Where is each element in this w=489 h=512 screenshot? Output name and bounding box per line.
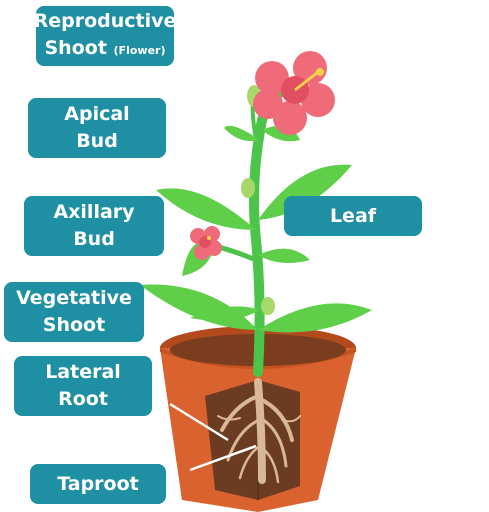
label-reproductive-shoot: Reproductive Shoot (Flower) xyxy=(33,6,177,66)
label-reproductive-shoot-note: (Flower) xyxy=(113,44,166,57)
label-lateral-root-line2: Root xyxy=(58,388,108,410)
label-lateral-root-line1: Lateral xyxy=(45,361,121,383)
label-leaf-text: Leaf xyxy=(329,204,377,227)
label-reproductive-shoot-line1: Reproductive xyxy=(33,10,177,32)
leaves xyxy=(140,125,372,333)
label-axillary-bud-line1: Axillary xyxy=(53,201,135,223)
large-flower xyxy=(253,51,335,135)
label-axillary-bud: Axillary Bud xyxy=(24,196,164,256)
buds xyxy=(241,85,275,315)
label-vegetative-shoot-line2: Shoot xyxy=(42,314,106,336)
pointer-lines xyxy=(169,402,257,472)
label-apical-bud: Apical Bud xyxy=(28,98,166,158)
label-reproductive-shoot-line2: Shoot (Flower) xyxy=(45,35,166,64)
label-lateral-root: Lateral Root xyxy=(14,356,152,416)
label-axillary-bud-line2: Bud xyxy=(73,228,115,250)
label-leaf: Leaf xyxy=(284,196,422,236)
label-apical-bud-line1: Apical xyxy=(64,103,130,125)
label-reproductive-shoot-word: Shoot xyxy=(44,37,107,59)
label-vegetative-shoot-line1: Vegetative xyxy=(16,287,132,309)
roots xyxy=(217,378,301,484)
label-apical-bud-line2: Bud xyxy=(76,130,118,152)
label-taproot-text: Taproot xyxy=(57,472,139,495)
label-taproot: Taproot xyxy=(30,464,166,504)
small-flower xyxy=(190,226,222,260)
label-vegetative-shoot: Vegetative Shoot xyxy=(4,282,144,342)
